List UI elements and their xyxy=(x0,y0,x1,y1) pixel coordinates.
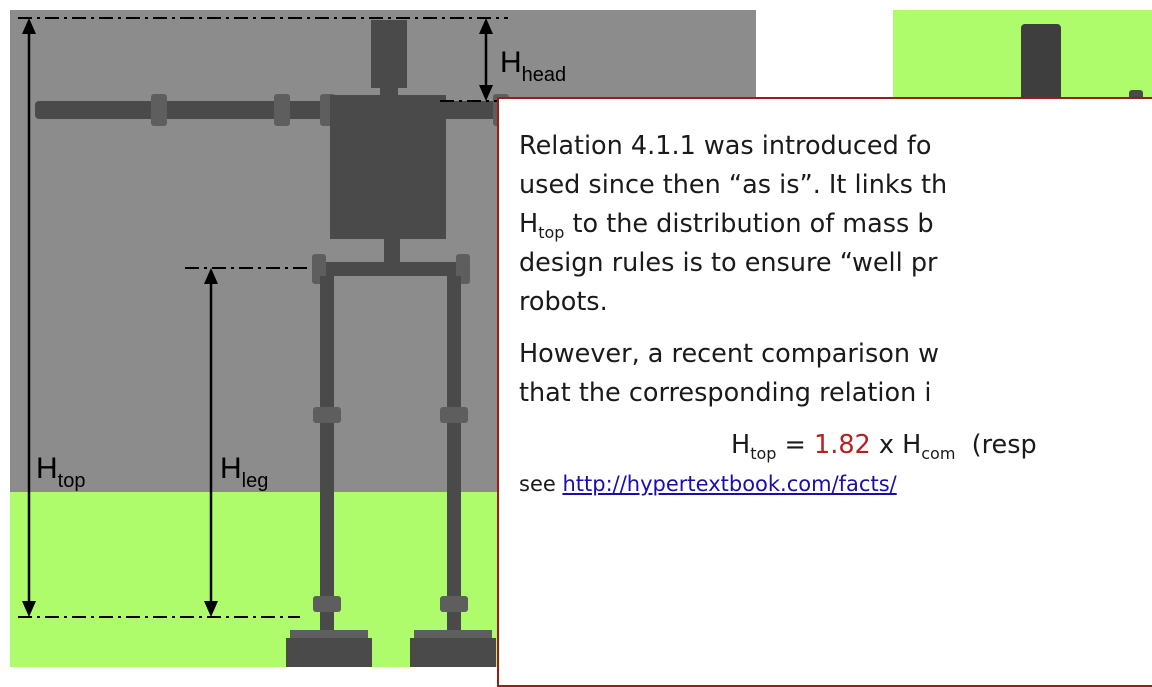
robot-right-foot-base xyxy=(410,638,496,667)
source-link[interactable]: http://hypertextbook.com/facts/ xyxy=(562,472,897,496)
robot-right-leg xyxy=(447,276,461,636)
robot-left-leg xyxy=(320,276,334,636)
arm-joint xyxy=(151,94,167,126)
robot-right-foot xyxy=(414,630,492,638)
robot-head xyxy=(371,20,407,88)
robot-hip xyxy=(312,262,470,276)
robot-left-foot-base xyxy=(286,638,372,667)
callout-line: However, a recent comparison w xyxy=(519,339,939,369)
robot-waist xyxy=(384,238,400,264)
h-top-arrow xyxy=(22,18,36,617)
h-head-arrow xyxy=(479,18,493,101)
height-formula: Htop = 1.82 x Hcom (resp xyxy=(731,430,1037,463)
knee-joint xyxy=(440,407,468,423)
arm-joint xyxy=(274,94,290,126)
callout-line: design rules is to ensure “well pr xyxy=(519,248,938,278)
h-top-label: Htop xyxy=(36,452,85,492)
robot-left-foot xyxy=(290,630,368,638)
h-leg-arrow xyxy=(204,268,218,617)
explanation-callout: Relation 4.1.1 was introduced fo used si… xyxy=(497,97,1152,687)
formula-coefficient: 1.82 xyxy=(813,430,871,460)
source-reference: see http://hypertextbook.com/facts/ xyxy=(519,472,897,496)
knee-joint xyxy=(313,407,341,423)
callout-line: Htop to the distribution of mass b xyxy=(519,209,934,242)
preview-robot-head xyxy=(1021,24,1061,102)
callout-line: that the corresponding relation i xyxy=(519,378,932,408)
h-leg-label: Hleg xyxy=(220,452,268,492)
ankle-joint xyxy=(313,596,341,612)
robot-side-preview xyxy=(893,10,1152,110)
robot-torso xyxy=(330,95,446,239)
callout-line: Relation 4.1.1 was introduced fo xyxy=(519,131,932,161)
ankle-joint xyxy=(440,596,468,612)
callout-line: used since then “as is”. It links th xyxy=(519,170,948,200)
callout-line: robots. xyxy=(519,287,608,317)
h-head-label: Hhead xyxy=(500,46,566,86)
